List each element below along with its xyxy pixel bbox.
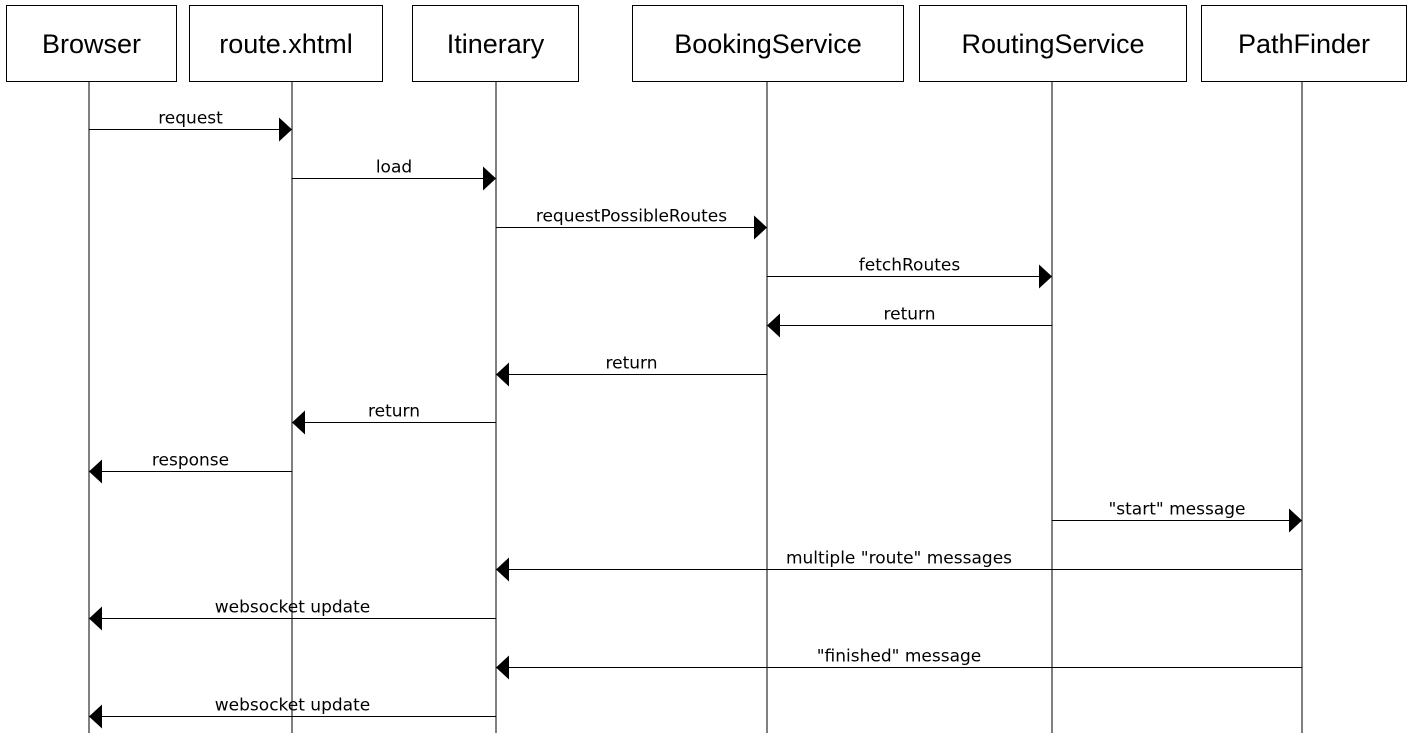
participant-label: BookingService (674, 29, 862, 59)
message-10: multiple "route" messages (496, 549, 1302, 582)
message-label: return (368, 402, 420, 422)
participants: Browser route.xhtml Itinerary BookingServic… (6, 5, 1407, 82)
message-label: websocket update (215, 696, 370, 716)
arrowhead-icon (279, 117, 292, 142)
participant-label: route.xhtml (219, 29, 353, 59)
participant-label: Browser (42, 29, 141, 59)
message-label: "finished" message (817, 647, 982, 667)
message-label: multiple "route" messages (786, 549, 1012, 569)
participant-browser: Browser (6, 5, 177, 82)
participant-box (1201, 5, 1407, 82)
participant-box (412, 5, 579, 82)
message-label: return (606, 354, 658, 374)
message-3: requestPossibleRoutes (496, 207, 767, 240)
message-label: load (376, 158, 412, 178)
lifelines (88, 81, 1303, 733)
message-6: return (496, 354, 767, 387)
participant-pathfinder: PathFinder (1201, 5, 1407, 82)
arrowhead-icon (1289, 508, 1302, 533)
participant-label: PathFinder (1238, 29, 1370, 59)
arrowhead-icon (89, 704, 102, 729)
participant-routing: RoutingService (919, 5, 1187, 82)
participant-label: RoutingService (961, 29, 1144, 59)
participant-itinerary: Itinerary (412, 5, 579, 82)
message-2: load (292, 158, 496, 191)
message-label: requestPossibleRoutes (536, 207, 727, 227)
message-13: websocket update (89, 696, 496, 729)
message-label: response (152, 451, 229, 471)
arrowhead-icon (1039, 264, 1052, 289)
participant-box (6, 5, 177, 82)
message-8: response (89, 451, 292, 484)
message-label: fetchRoutes (859, 256, 961, 276)
messages: request load requestPossibleRoutes fetchRou… (89, 109, 1302, 729)
message-4: fetchRoutes (767, 256, 1052, 289)
participant-box (919, 5, 1187, 82)
participant-box (632, 5, 904, 82)
message-11: websocket update (89, 598, 496, 631)
arrowhead-icon (496, 362, 509, 387)
participant-box (189, 5, 383, 82)
message-label: request (158, 109, 223, 129)
arrowhead-icon (496, 655, 509, 680)
arrowhead-icon (767, 313, 780, 338)
participant-booking: BookingService (632, 5, 904, 82)
message-9: "start" message (1052, 500, 1302, 533)
message-label: websocket update (215, 598, 370, 618)
message-7: return (292, 402, 496, 435)
message-label: return (884, 305, 936, 325)
participant-route: route.xhtml (189, 5, 383, 82)
participant-label: Itinerary (447, 29, 545, 59)
message-1: request (89, 109, 292, 142)
message-12: "finished" message (496, 647, 1302, 680)
message-label: "start" message (1108, 500, 1245, 520)
arrowhead-icon (496, 557, 509, 582)
arrowhead-icon (292, 410, 305, 435)
message-5: return (767, 305, 1052, 338)
arrowhead-icon (89, 459, 102, 484)
arrowhead-icon (89, 606, 102, 631)
arrowhead-icon (483, 166, 496, 191)
arrowhead-icon (754, 215, 767, 240)
